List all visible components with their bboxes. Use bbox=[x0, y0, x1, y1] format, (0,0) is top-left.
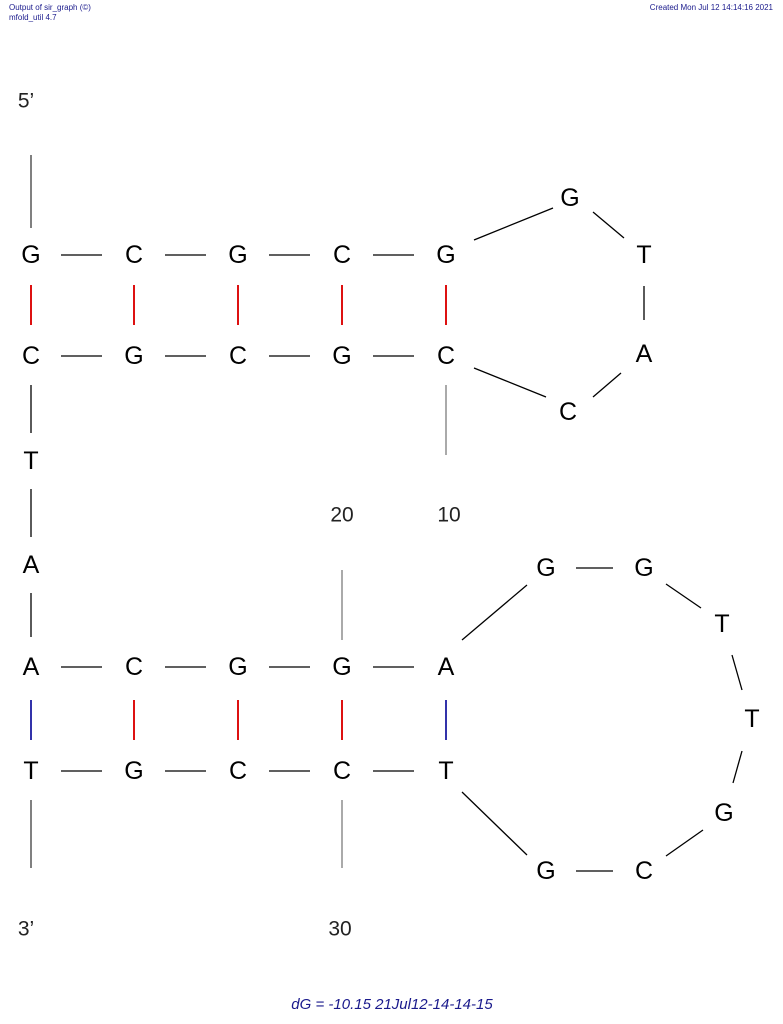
connector-lines bbox=[30, 155, 743, 872]
bottom-stem-upper-nt: G bbox=[228, 653, 247, 681]
five-prime-label: 5’ bbox=[18, 90, 34, 113]
position-label-20: 20 bbox=[330, 504, 353, 527]
hairpin2-loop-nt: T bbox=[714, 610, 729, 638]
hairpin2-loop-nt: T bbox=[744, 705, 759, 733]
hairpin2-loop-nt: G bbox=[536, 554, 555, 582]
loop-bond bbox=[665, 583, 702, 609]
position-label-30: 30 bbox=[328, 918, 351, 941]
hairpin2-loop-nt: G bbox=[536, 857, 555, 885]
top-stem-lower-nt: C bbox=[22, 342, 40, 370]
bottom-stem-lower-nt: T bbox=[438, 757, 453, 785]
loop-bond bbox=[731, 654, 743, 691]
top-stem-upper-nt: C bbox=[125, 241, 143, 269]
free-energy-footer: dG = -10.15 21Jul12-14-14-15 bbox=[291, 996, 493, 1013]
hairpin2-loop-nt: G bbox=[634, 554, 653, 582]
bottom-stem-upper-nt: A bbox=[438, 653, 455, 681]
loop-bond bbox=[461, 791, 528, 856]
top-stem-upper-nt: G bbox=[228, 241, 247, 269]
loop-bond bbox=[592, 372, 622, 398]
nucleotide-letters: G C G C G C G C G C G T A C T A A C G G A T G C C T G G T T G C G bbox=[21, 184, 759, 885]
hairpin1-loop-nt: A bbox=[636, 340, 653, 368]
loop-bond bbox=[665, 829, 704, 857]
loop-bond bbox=[592, 211, 625, 239]
linker-nt: A bbox=[23, 551, 40, 579]
program-title: Output of sir_graph (©) bbox=[9, 3, 91, 12]
position-label-10: 10 bbox=[437, 504, 460, 527]
three-prime-label: 3’ bbox=[18, 918, 34, 941]
top-stem-lower-nt: C bbox=[229, 342, 247, 370]
top-stem-upper-nt: G bbox=[21, 241, 40, 269]
bottom-stem-upper-nt: A bbox=[23, 653, 40, 681]
program-version: mfold_util 4.7 bbox=[9, 13, 57, 22]
bottom-stem-upper-nt: C bbox=[125, 653, 143, 681]
hairpin1-loop-nt: G bbox=[560, 184, 579, 212]
loop-bond bbox=[473, 207, 554, 241]
top-stem-lower-nt: G bbox=[124, 342, 143, 370]
bottom-stem-lower-nt: C bbox=[333, 757, 351, 785]
loop-bond bbox=[732, 750, 743, 784]
hairpin1-loop-nt: T bbox=[636, 241, 651, 269]
top-stem-upper-nt: C bbox=[333, 241, 351, 269]
linker-nt: T bbox=[23, 447, 38, 475]
hairpin2-loop-nt: G bbox=[714, 799, 733, 827]
hairpin2-loop-nt: C bbox=[635, 857, 653, 885]
top-stem-lower-nt: C bbox=[437, 342, 455, 370]
bottom-stem-upper-nt: G bbox=[332, 653, 351, 681]
bottom-stem-lower-nt: T bbox=[23, 757, 38, 785]
loop-bond bbox=[473, 367, 547, 398]
bottom-stem-lower-nt: C bbox=[229, 757, 247, 785]
top-stem-lower-nt: G bbox=[332, 342, 351, 370]
header-timestamp: Created Mon Jul 12 14:14:16 2021 bbox=[649, 3, 773, 12]
bottom-stem-lower-nt: G bbox=[124, 757, 143, 785]
loop-bond bbox=[461, 584, 528, 641]
hairpin1-loop-nt: C bbox=[559, 398, 577, 426]
header-left: Output of sir_graph (©) mfold_util 4.7 bbox=[9, 3, 91, 23]
top-stem-upper-nt: G bbox=[436, 241, 455, 269]
